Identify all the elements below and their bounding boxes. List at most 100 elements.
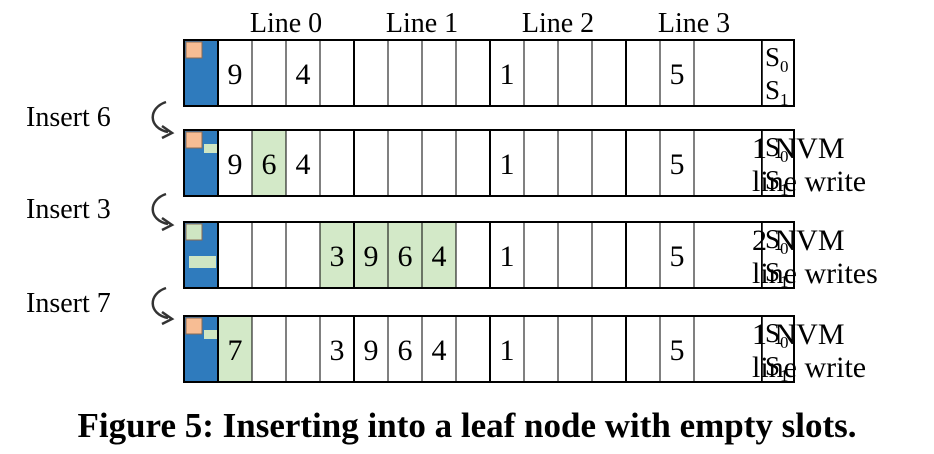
slot-cell [353, 39, 389, 107]
slot-cell [523, 221, 559, 289]
slot-cell [523, 39, 559, 107]
line-header-label: Line 3 [658, 8, 730, 39]
slot-cell [387, 129, 423, 197]
slot-cell [455, 129, 491, 197]
state-slot-subscript: 1 [780, 366, 789, 385]
node-frame [183, 129, 795, 197]
slot-cell [251, 39, 287, 107]
slot-cell [557, 221, 593, 289]
slot-value: 5 [670, 240, 685, 273]
slot-cell [251, 221, 287, 289]
state-slot-subscript: 0 [780, 239, 789, 258]
slot-value: 4 [296, 58, 311, 91]
slot-cell [625, 315, 661, 383]
bitmap-mark-orange [185, 41, 203, 59]
slot-value: 7 [228, 334, 243, 367]
bitmap-mark-green [204, 144, 217, 153]
slot-cell [217, 221, 253, 289]
slot-cell [523, 129, 559, 197]
insert-action-label: Insert 3 [26, 194, 111, 225]
slot-cell [591, 129, 627, 197]
slot-value: 1 [500, 58, 515, 91]
state-slot-subscript: 1 [780, 272, 789, 291]
modified-slot-highlight [422, 222, 456, 288]
slot-value: 9 [364, 334, 379, 367]
nvm-write-count-label: line write [752, 351, 866, 384]
slot-value: 5 [670, 334, 685, 367]
curved-arrow-icon [151, 100, 175, 140]
bitmap-mark-green [185, 223, 203, 241]
slot-cell [319, 129, 355, 197]
slot-value: 3 [330, 334, 345, 367]
slot-cell [455, 221, 491, 289]
slot-cell [319, 39, 355, 107]
slot-value: 1 [500, 334, 515, 367]
nvm-write-count-label: 1 NVM [752, 132, 845, 165]
slot-value: 5 [670, 58, 685, 91]
state-slot-subscript: 0 [780, 333, 789, 352]
slot-cell [251, 315, 287, 383]
slot-cell [591, 221, 627, 289]
slot-cell [625, 221, 661, 289]
slot-cell [625, 39, 661, 107]
modified-slot-highlight [354, 222, 388, 288]
slot-cell [353, 129, 389, 197]
slot-value: 9 [228, 58, 243, 91]
nvm-write-count-label: line write [752, 165, 866, 198]
slot-cell [557, 129, 593, 197]
nvm-write-count-label: 1 NVM [752, 318, 845, 351]
slot-cell [455, 39, 491, 107]
slot-value: 1 [500, 148, 515, 181]
line-header-label: Line 2 [522, 8, 594, 39]
insert-action-label: Insert 7 [26, 288, 111, 319]
node-frame [183, 221, 795, 289]
node-frame [183, 315, 795, 383]
bitmap-mark-green [204, 330, 217, 339]
slot-value: 6 [398, 334, 413, 367]
nvm-write-count-label: line writes [752, 257, 878, 290]
arrow-curve [151, 192, 169, 226]
slot-cell [625, 129, 661, 197]
arrow-curve [151, 286, 169, 320]
modified-slot-highlight [218, 316, 252, 382]
arrow-curve [151, 100, 169, 134]
slot-cell [591, 315, 627, 383]
slot-cell [557, 39, 593, 107]
slot-value: 3 [330, 240, 345, 273]
insert-action-label: Insert 6 [26, 102, 111, 133]
slot-cell [455, 315, 491, 383]
slot-cell [285, 315, 321, 383]
modified-slot-highlight [320, 222, 354, 288]
slot-cell [421, 39, 457, 107]
bitmap-mark-green-wide [189, 256, 216, 268]
bitmap-mark-orange [185, 317, 203, 335]
state-slot-subscript: 1 [780, 90, 789, 109]
line-header-label: Line 0 [250, 8, 322, 39]
state-slot-subscript: 1 [780, 180, 789, 199]
node-frame [183, 39, 795, 107]
modified-slot-highlight [252, 130, 286, 196]
arrow-head [161, 216, 175, 232]
slot-value: 5 [670, 148, 685, 181]
curved-arrow-icon [151, 286, 175, 326]
slot-value: 1 [500, 240, 515, 273]
slot-cell [421, 129, 457, 197]
figure-caption: Figure 5: Inserting into a leaf node wit… [77, 406, 857, 445]
curved-arrow-icon [151, 192, 175, 232]
state-slot-subscript: 0 [780, 57, 789, 76]
slot-value: 9 [364, 240, 379, 273]
nvm-write-count-label: 2 NVM [752, 224, 845, 257]
slot-cell [557, 315, 593, 383]
slot-value: 6 [262, 148, 277, 181]
slot-cell [387, 39, 423, 107]
arrow-head [161, 310, 175, 326]
bitmap-mark-orange [185, 131, 203, 149]
modified-slot-highlight [388, 222, 422, 288]
